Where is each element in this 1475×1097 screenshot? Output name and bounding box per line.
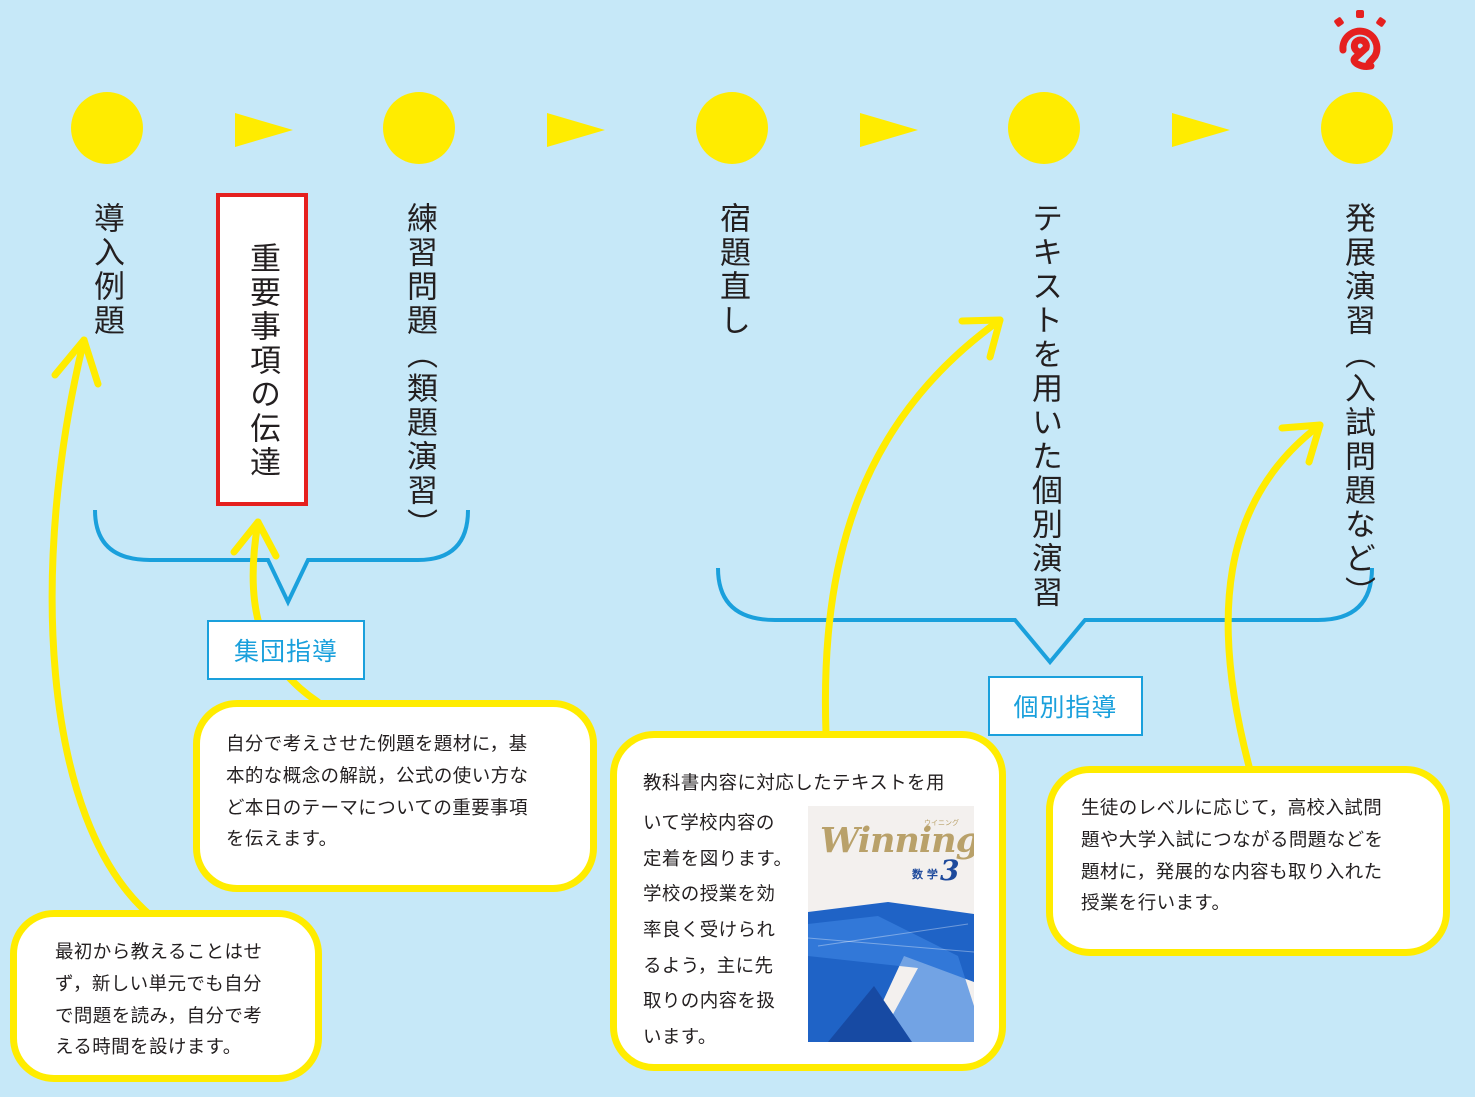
step-label-practice: 練習問題（類題演習） (401, 202, 437, 542)
bubble-line: で問題を読み，自分で考 (55, 1005, 263, 1027)
individual-bracket (716, 567, 1374, 666)
textbook-cover-graphic (808, 806, 974, 1042)
bubble-line: います。 (643, 1027, 717, 1049)
arrow-right-icon (235, 113, 293, 147)
step-dot-icon (1321, 92, 1393, 164)
bubble-line: 授業を行います。 (1081, 893, 1231, 915)
intro-bubble: 最初から教えることはせ ず，新しい単元でも自分 で問題を読み，自分で考 える時間… (10, 910, 322, 1082)
bubble-line: 最初から教えることはせ (55, 942, 263, 963)
bubble-line: 学校の授業を効 (643, 884, 776, 906)
bubble-line: 題や大学入試につながる問題などを (1081, 829, 1384, 851)
step-dot-icon (383, 92, 455, 164)
bubble-line: るよう，主に先 (643, 955, 774, 977)
step-label-text: テキストを用いた個別演習 (1026, 202, 1062, 610)
step-label-intro: 導入例題 (88, 202, 124, 338)
bubble-line: 自分で考えさせた例題を題材に，基 (226, 734, 528, 755)
advanced-arrow (1224, 421, 1324, 774)
bubble-line: 題材に，発展的な内容も取り入れた (1081, 861, 1383, 883)
step-dot-icon (71, 92, 143, 164)
logo-icon (1334, 10, 1386, 70)
bubble-line: いて学校内容の (643, 812, 775, 834)
arrow-right-icon (860, 113, 918, 147)
key-arrow-head (230, 518, 280, 560)
bubble-line: 教科書内容に対応したテキストを用 (643, 773, 945, 794)
text-arrow-head (958, 316, 1004, 361)
textbook-cover-image: Winning ウイニング 数 学 3 (808, 806, 974, 1042)
text-bubble-side: いて学校内容の 定着を図ります。 学校の授業を効 率良く受けられ るよう，主に先… (643, 806, 989, 1056)
arrow-right-icon (547, 113, 605, 147)
group-instruction-label: 集団指導 (207, 620, 365, 680)
step-label-key: 重要事項の伝達 (244, 242, 280, 480)
group-bracket (93, 509, 470, 607)
textbook-subject: 数 学 (912, 868, 938, 881)
textbook-title: Winning (820, 820, 974, 861)
bubble-line: 率良く受けられ (643, 919, 776, 941)
bubble-line: える時間を設けます。 (55, 1037, 242, 1059)
textbook-ruby: ウイニング (924, 819, 959, 827)
step-label-homework: 宿題直し (714, 202, 750, 338)
individual-instruction-label: 個別指導 (988, 676, 1143, 736)
step-dot-icon (696, 92, 768, 164)
bubble-line: 本的な概念の解説，公式の使い方な (226, 765, 529, 787)
bubble-line: ず，新しい単元でも自分 (55, 973, 262, 995)
advanced-arrow-head (1278, 421, 1324, 466)
advanced-bubble: 生徒のレベルに応じて，高校入試問 題や大学入試につながる問題などを 題材に，発展… (1046, 766, 1450, 956)
arrow-right-icon (1172, 113, 1230, 147)
intro-arrow (48, 336, 154, 919)
key-point-highlight (216, 193, 308, 506)
step-dot-icon (1008, 92, 1080, 164)
bubble-line: 生徒のレベルに応じて，高校入試問 (1081, 798, 1383, 819)
text-arrow (821, 316, 1004, 737)
bubble-line: を伝えます。 (226, 829, 338, 851)
key-bubble: 自分で考えさせた例題を題材に，基 本的な概念の解説，公式の使い方な ど本日のテー… (193, 700, 597, 892)
bubble-line: ど本日のテーマについての重要事項 (226, 797, 528, 819)
intro-arrow-head (51, 336, 102, 388)
step-label-advanced: 発展演習（入試問題など） (1339, 202, 1375, 610)
bubble-line: 定着を図ります。 (643, 848, 793, 870)
bubble-line: 取りの内容を扱 (643, 991, 776, 1013)
textbook-grade: 3 (940, 854, 960, 887)
